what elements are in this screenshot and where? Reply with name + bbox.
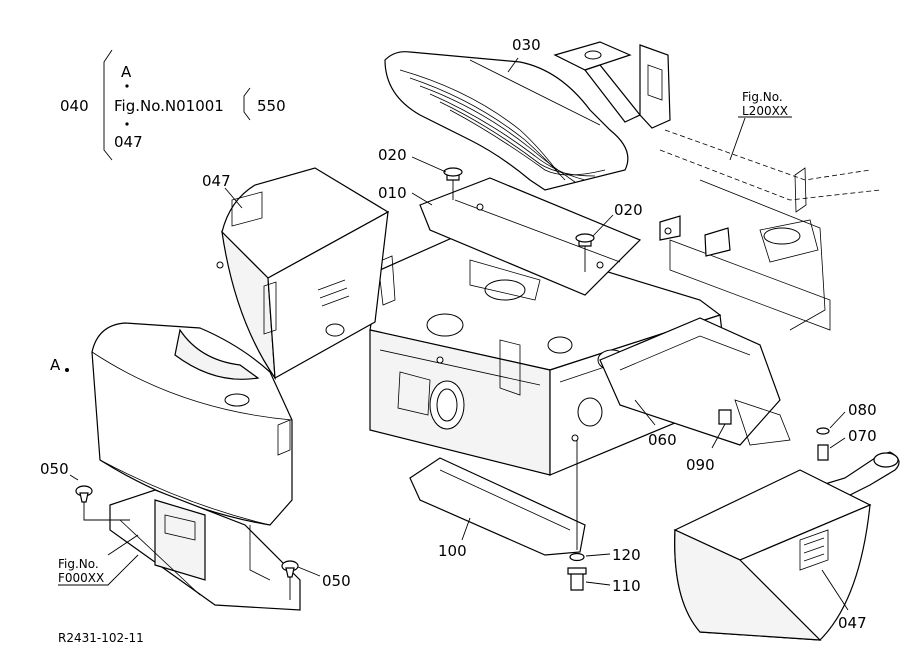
callout-050-right: 050 [322,572,351,590]
step-plate-060: 060 [599,317,791,449]
callout-010: 010 [378,184,407,202]
legend-dot-top [125,84,129,88]
bolt-110: 110 [567,567,641,595]
callout-047-top: 047 [202,172,231,190]
floor-mat-030: 030 [384,36,629,191]
legend-fig-ref: Fig.No.N01001 [114,97,224,115]
nut-090: 090 [686,409,732,474]
legend-range-end: 047 [114,133,143,151]
callout-a: A [50,356,61,374]
side-cover-047-bottom: 047 [673,451,900,641]
fig-ref-right-label: Fig.No. [742,90,783,104]
legend-range-code: 550 [257,97,286,115]
side-cover-047-top: 047 [202,167,390,381]
step-bracket [553,41,671,129]
hood-base: Fig.No. F000XX [58,489,301,611]
callout-110: 110 [612,577,641,595]
callout-100: 100 [438,542,467,560]
legend-block: 040 A Fig.No.N01001 047 550 [60,49,286,161]
fig-ref-left-code: F000XX [58,571,104,585]
rear-frame: Fig.No. L200XX [659,90,881,331]
callout-020-left: 020 [378,146,407,164]
legend-point-a: A [121,63,132,81]
callout-120: 120 [612,546,641,564]
callout-080: 080 [848,401,877,419]
fig-ref-right-code: L200XX [742,104,788,118]
callout-060: 060 [648,431,677,449]
washer-080: 080 [816,401,877,435]
callout-047-bottom: 047 [838,614,867,632]
under-cover-100: 100 [409,457,586,560]
washer-120: 120 [569,440,641,564]
callout-090: 090 [686,456,715,474]
fig-ref-left-label: Fig.No. [58,557,99,571]
legend-bracket-right [243,87,251,121]
callout-020-right: 020 [614,201,643,219]
callout-030: 030 [512,36,541,54]
legend-ref-code: 040 [60,97,89,115]
knob-050-right: 050 [281,560,351,600]
callout-050-left: 050 [40,460,69,478]
knob-050-left: 050 [40,460,130,521]
front-hood: A [50,322,293,526]
mid-brackets [659,215,731,257]
bolt-020-right: 020 [575,201,643,272]
bolt-070: 070 [817,427,877,461]
drawing-id: R2431-102-11 [58,631,144,645]
bolt-020-left: 020 [378,146,463,200]
legend-bracket-left [103,49,113,161]
legend-dot-bottom [125,122,129,126]
callout-070: 070 [848,427,877,445]
